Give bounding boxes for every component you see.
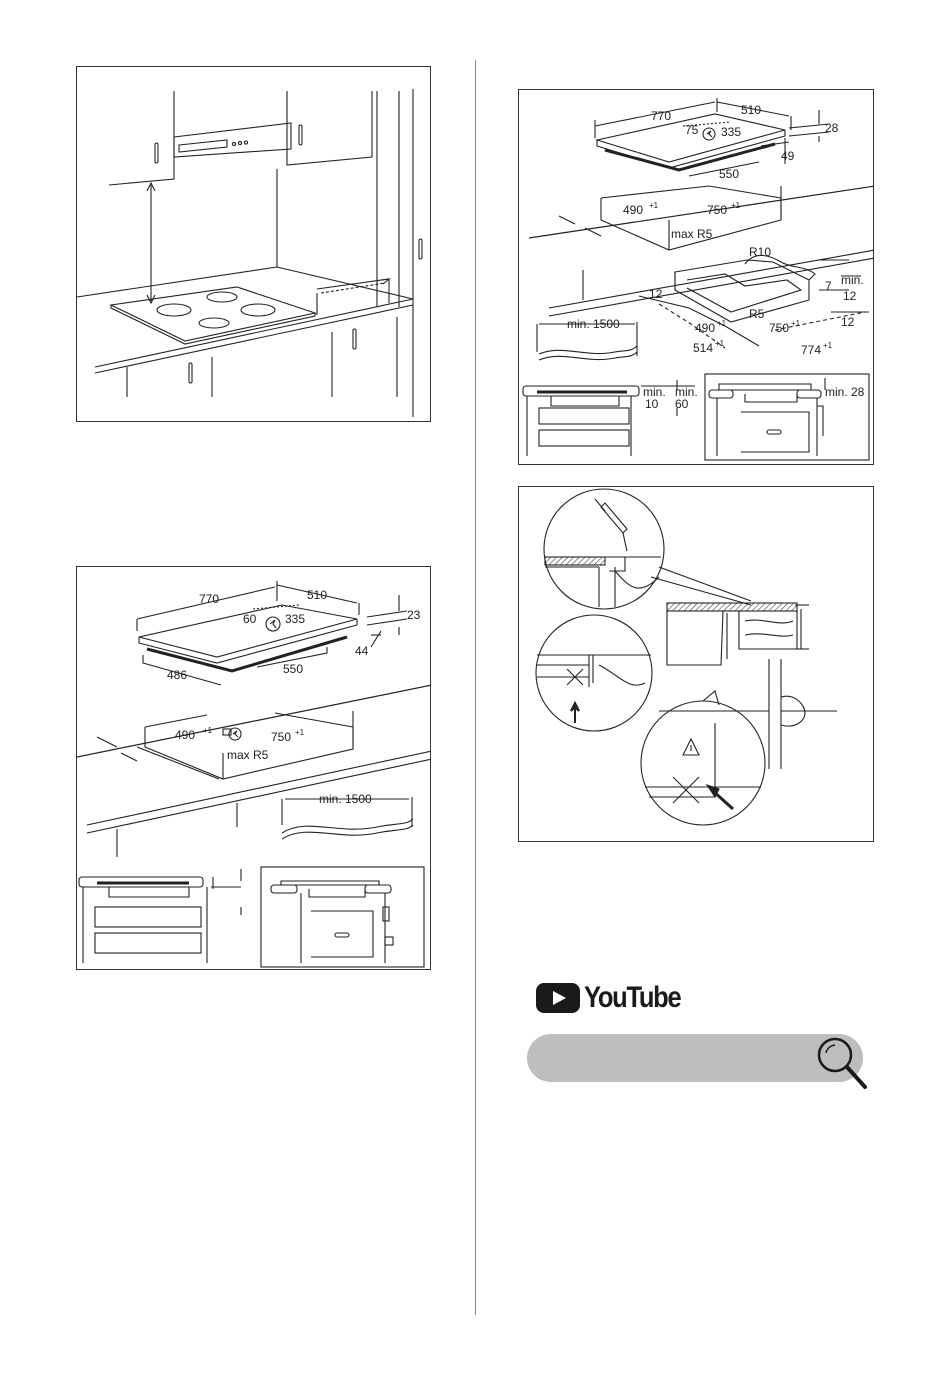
dim-tol-e: +1	[715, 339, 725, 348]
dim-tol-a: +1	[649, 201, 659, 210]
dim-cable: min. 1500	[319, 792, 372, 806]
dim-tolerance: +1	[203, 726, 213, 735]
dim-radius: max R5	[227, 748, 269, 762]
dim-min7: 7	[825, 279, 832, 293]
dim-23: 23	[407, 608, 421, 622]
dim-min-label: min.	[841, 273, 864, 287]
dim-width: 770	[199, 592, 219, 606]
youtube-logo: YouTube	[536, 982, 697, 1014]
hood-illustration	[77, 67, 431, 422]
warning-triangle-icon	[683, 739, 699, 755]
dim-tol-f: +1	[823, 341, 833, 350]
dim-12a: 12	[649, 287, 663, 301]
sealing-illustration	[519, 487, 874, 842]
dim-774: 774	[801, 343, 821, 357]
dim-tol-c: +1	[717, 319, 727, 328]
dim-frame-width: 750	[769, 321, 789, 335]
figure-hob-dimensions-right: 770 510 75 335 28 49 550 490 +1 750 +1 m…	[518, 89, 874, 465]
dim-49: 49	[781, 149, 795, 163]
dim-radius: max R5	[671, 227, 713, 241]
hob-dimension-drawing: 770 510 60 335 23 44 486 550 490 +1 750 …	[77, 567, 431, 970]
dim-12b: 12	[843, 289, 857, 303]
dim-44: 44	[355, 644, 369, 658]
dim-cable: min. 1500	[567, 317, 620, 331]
dim-tolerance-2: +1	[295, 728, 305, 737]
dim-cutout-width: 750	[707, 203, 727, 217]
sealant-gun-icon	[595, 499, 627, 551]
dim-r5: R5	[749, 307, 765, 321]
column-divider	[475, 60, 476, 1315]
dim-cutout-depth: 490	[175, 728, 195, 742]
dim-min-a-val: 10	[645, 397, 659, 411]
figure-sealing	[518, 486, 874, 842]
dim-cutout-depth: 490	[623, 203, 643, 217]
youtube-wordmark: YouTube	[584, 981, 680, 1015]
dim-tol-b: +1	[731, 201, 741, 210]
hob-dimension-drawing-right: 770 510 75 335 28 49 550 490 +1 750 +1 m…	[519, 90, 874, 465]
dim-60: 60	[243, 612, 257, 626]
dim-75: 75	[685, 123, 699, 137]
search-icon[interactable]	[805, 1033, 875, 1097]
dim-514: 514	[693, 341, 713, 355]
dim-frame-depth: 490	[695, 321, 715, 335]
dim-min-b-val: 60	[675, 397, 689, 411]
dim-cutout-width: 750	[271, 730, 291, 744]
figure-hood-clearance	[76, 66, 431, 422]
dim-min28: min. 28	[825, 385, 865, 399]
dim-486: 486	[167, 668, 187, 682]
dim-550: 550	[719, 167, 739, 181]
dim-depth: 510	[741, 103, 761, 117]
dim-335: 335	[285, 612, 305, 626]
cross-icon-2	[673, 777, 699, 803]
youtube-play-icon	[536, 983, 580, 1013]
dim-tol-d: +1	[791, 319, 801, 328]
dim-28: 28	[825, 121, 839, 135]
dim-width: 770	[651, 109, 671, 123]
dim-depth: 510	[307, 588, 327, 602]
dim-335: 335	[721, 125, 741, 139]
dim-550: 550	[283, 662, 303, 676]
dim-r10: R10	[749, 245, 771, 259]
dim-12c: 12	[841, 315, 855, 329]
figure-hob-dimensions-left: 770 510 60 335 23 44 486 550 490 +1 750 …	[76, 566, 431, 970]
